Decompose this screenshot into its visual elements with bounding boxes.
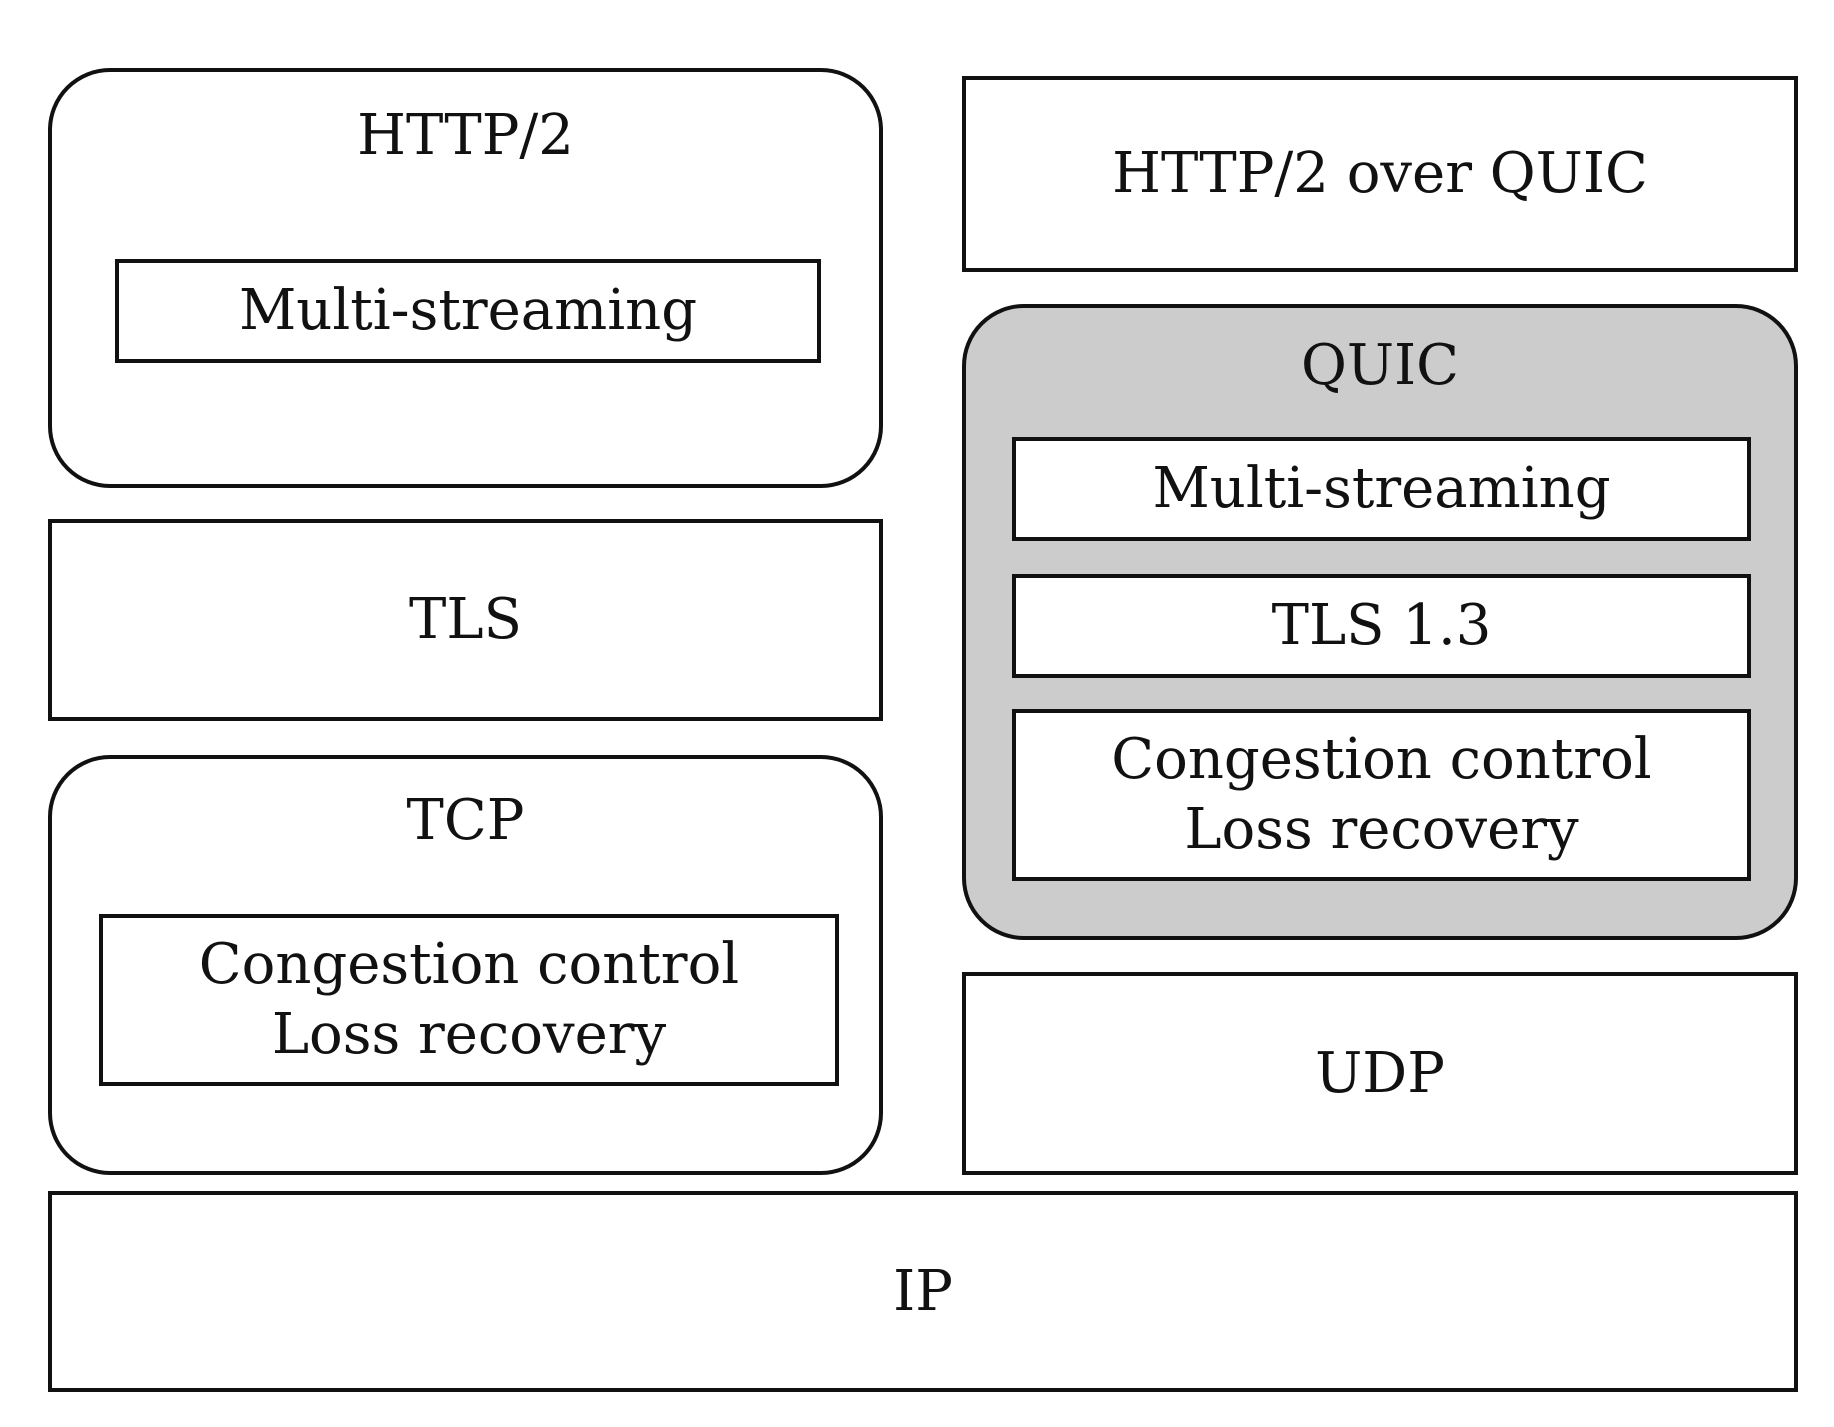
http2-multistreaming-label: Multi-streaming (238, 278, 698, 343)
tcp-congestion-label: Congestion control (198, 932, 740, 997)
http2-multistreaming-box: Multi-streaming (115, 259, 821, 363)
udp-layer: UDP (962, 972, 1798, 1175)
quic-layer: QUIC Multi-streaming TLS 1.3 Congestion … (962, 304, 1798, 940)
http2-title: HTTP/2 (357, 103, 574, 168)
tls-layer: TLS (48, 519, 883, 721)
http2-over-quic-layer: HTTP/2 over QUIC (962, 76, 1798, 272)
quic-congestion-box: Congestion control Loss recovery (1012, 709, 1751, 881)
quic-tls13-box: TLS 1.3 (1012, 574, 1751, 678)
ip-label: IP (893, 1258, 953, 1324)
quic-multistreaming-box: Multi-streaming (1012, 437, 1751, 541)
udp-label: UDP (1315, 1040, 1445, 1106)
quic-multistreaming-label: Multi-streaming (1152, 456, 1611, 521)
tcp-layer: TCP Congestion control Loss recovery (48, 755, 883, 1175)
tcp-title: TCP (406, 788, 525, 853)
http2-layer: HTTP/2 Multi-streaming (48, 68, 883, 488)
quic-congestion-label: Congestion control (1111, 727, 1652, 792)
ip-layer: IP (48, 1191, 1798, 1392)
quic-tls13-label: TLS 1.3 (1271, 593, 1492, 658)
tcp-loss-recovery-label: Loss recovery (271, 1002, 667, 1067)
quic-loss-recovery-label: Loss recovery (1184, 797, 1579, 862)
tls-label: TLS (409, 587, 522, 652)
tcp-congestion-box: Congestion control Loss recovery (99, 914, 839, 1086)
quic-title: QUIC (1300, 333, 1460, 398)
http2-over-quic-label: HTTP/2 over QUIC (1112, 141, 1648, 206)
